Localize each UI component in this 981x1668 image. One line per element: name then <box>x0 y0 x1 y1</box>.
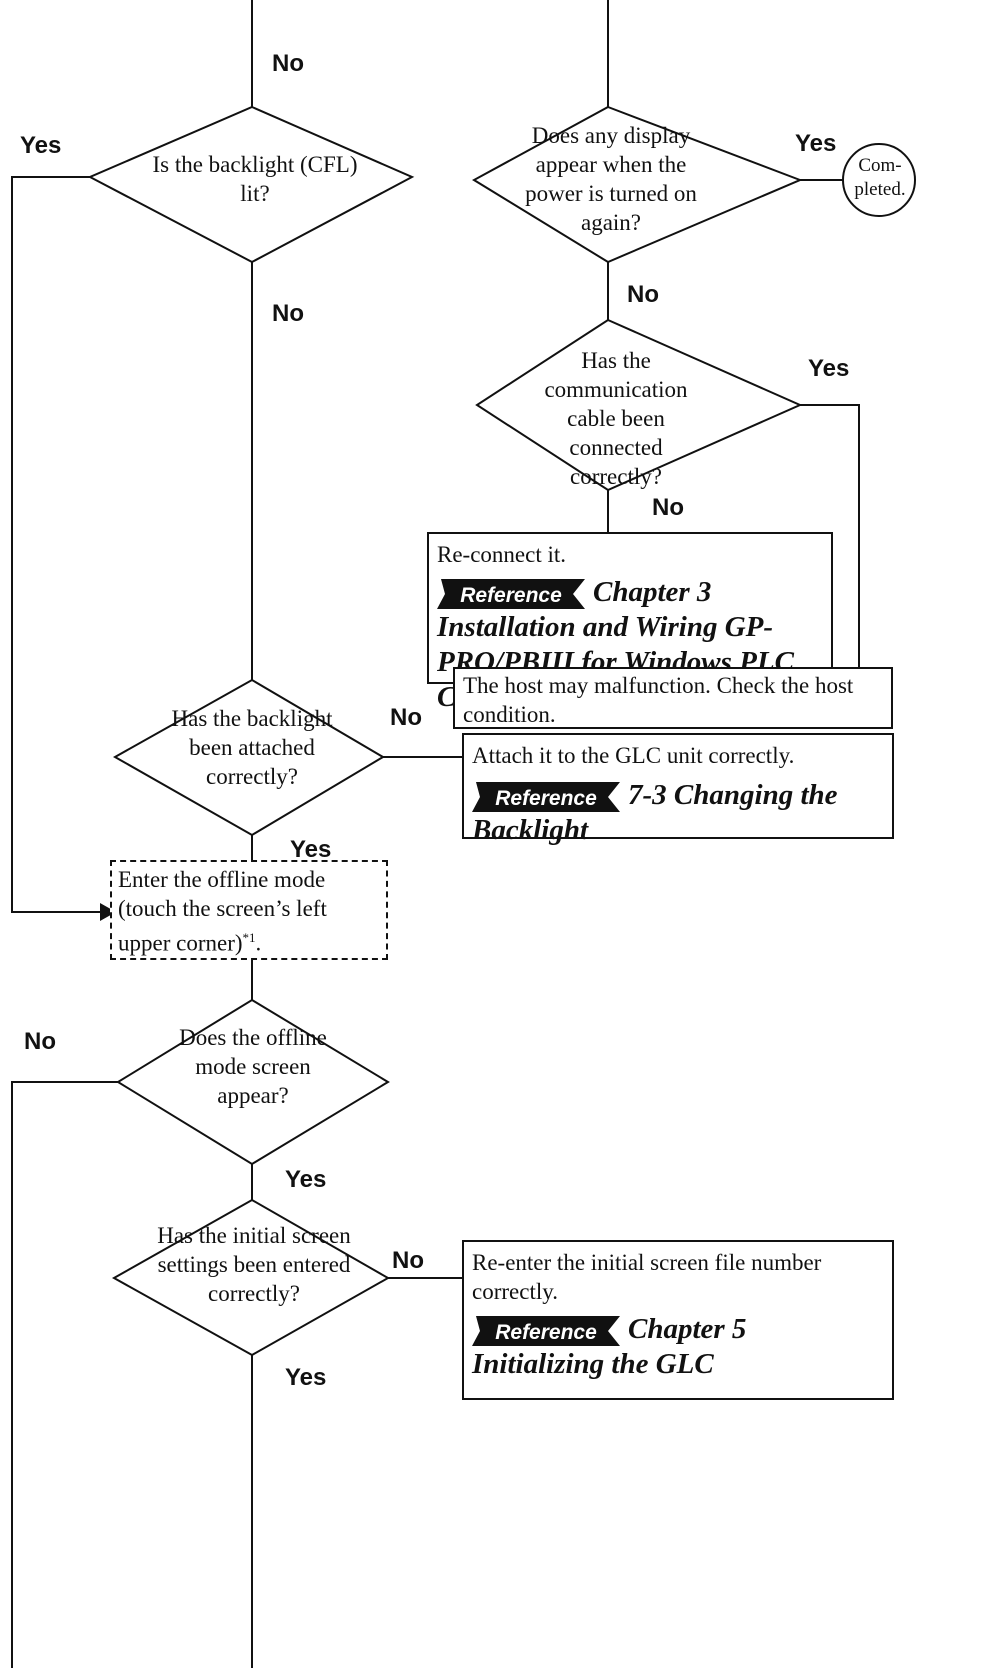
label-no: No <box>627 281 659 308</box>
action-box-offline: Enter the offline mode (touch the screen… <box>110 860 388 960</box>
reference-badge-icon: Reference <box>437 579 585 610</box>
action-box-host: The host may malfunction. Check the host… <box>453 667 893 729</box>
action-box-reenter: Re-enter the initial screen file number … <box>462 1240 894 1400</box>
label-no: No <box>392 1247 424 1274</box>
svg-text:Reference: Reference <box>495 1321 597 1344</box>
decision-shape-backlight-attached <box>112 678 385 837</box>
label-no: No <box>24 1028 56 1055</box>
label-yes: Yes <box>808 355 850 382</box>
connector-line <box>11 176 100 913</box>
action-box-attach: Attach it to the GLC unit correctly. Ref… <box>462 733 894 846</box>
decision-display-appear: Does any display appear when the power i… <box>525 123 697 235</box>
svg-text:Reference: Reference <box>460 584 562 607</box>
reference-badge-icon: Reference <box>472 1316 620 1347</box>
label-yes: Yes <box>285 1166 327 1193</box>
decision-shape-backlight-lit <box>87 105 415 264</box>
decision-comm-cable: Has the communication cable been connect… <box>544 348 688 489</box>
decision-offline-screen: Does the offline mode screen appear? <box>179 1025 327 1108</box>
reference-detail: Chapter 5 Initializing the GLC <box>472 1313 747 1380</box>
reference-text: Reference 7-3 Changing the Backlight <box>472 778 884 848</box>
action-text: Re-enter the initial screen file number … <box>472 1250 822 1304</box>
decision-backlight-lit: Is the backlight (CFL) lit? <box>152 152 358 206</box>
action-box-reconnect: Re-connect it. Reference Chapter 3 Insta… <box>427 532 833 713</box>
decision-shape-display-appear <box>472 105 803 264</box>
svg-text:Reference: Reference <box>495 787 597 810</box>
decision-shape-comm-cable <box>475 318 803 492</box>
action-text: Enter the offline mode (touch the screen… <box>118 867 327 956</box>
label-no: No <box>390 704 422 731</box>
label-yes: Yes <box>290 836 332 863</box>
terminal-completed: Com-pleted. <box>854 155 906 200</box>
label-no: No <box>272 300 304 327</box>
connector-line <box>11 1081 118 1668</box>
label-yes: Yes <box>20 132 62 159</box>
action-text: Re-connect it. <box>437 542 567 567</box>
reference-text: Reference Chapter 5 Initializing the GLC <box>472 1312 884 1382</box>
terminal-circle <box>842 143 916 217</box>
label-yes: Yes <box>285 1364 327 1391</box>
label-yes: Yes <box>795 130 837 157</box>
label-no: No <box>272 50 304 77</box>
decision-shape-initial-settings <box>111 1198 391 1357</box>
decision-shape-offline-screen <box>116 998 390 1166</box>
action-text: The host may malfunction. Check the host… <box>463 673 854 727</box>
decision-backlight-attached: Has the backlight been attached correctl… <box>171 706 333 789</box>
reference-badge-icon: Reference <box>472 782 620 813</box>
reference-detail: 7-3 Changing the Backlight <box>472 779 838 846</box>
connector-line <box>800 404 860 667</box>
decision-initial-settings: Has the initial screen settings been ent… <box>157 1223 351 1306</box>
label-no: No <box>652 494 684 521</box>
arrowhead <box>100 903 116 921</box>
action-text: Attach it to the GLC unit correctly. <box>472 743 795 768</box>
